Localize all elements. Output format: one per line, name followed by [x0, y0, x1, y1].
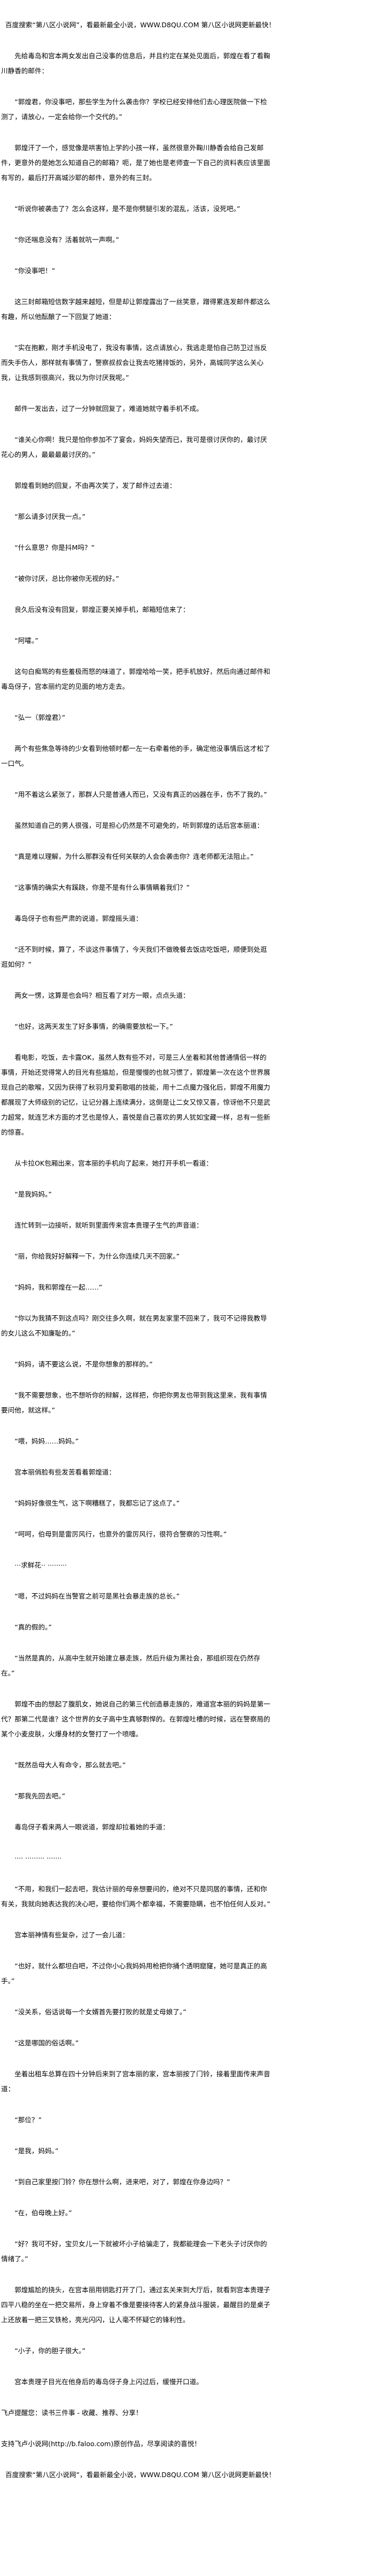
paragraph: 邮件一发出去，过了一分钟就回复了，难道她就守着手机不成。: [14, 405, 203, 413]
paragraph: “真是难以理解，为什么那群没有任何关联的人会会袭击你？连老师都无法阻止。”: [14, 852, 254, 860]
paragraph: “到自己家里按门铃？你在想什么啊，进来吧，对了，郭煌在你身边吗？”: [14, 2178, 230, 2186]
paragraph: “也好，这两天发生了好多事情，的确需要放松一下。”: [14, 1022, 173, 1030]
paragraph: “妈妈，我和郭煌在一起……”: [14, 1283, 103, 1291]
site-notice-bottom: 百度搜索“第八区小说网”，看最新最全小说，WWW.D8QU.COM 第八区小说网…: [5, 2471, 276, 2479]
paragraph: “在，伯母晚上好。”: [14, 2209, 72, 2217]
paragraph: ···· ········· ·······: [14, 1854, 62, 1862]
paragraph: “丽，你给我好好解释一下，为什么你连续几天不回家。”: [14, 1252, 180, 1260]
paragraph: “这是哪国的俗话啊。”: [14, 2039, 79, 2047]
paragraph: “妈妈，请不要这么说，不是你想象的那样的。”: [14, 1360, 153, 1368]
paragraph: “谁关心你啊！我只是怕你参加不了宴会，妈妈失望而已，我可是很讨厌你的，最讨厌花心…: [1, 436, 267, 459]
paragraph: “妈妈好像很生气，这下啊糟糕了，我都忘记了这点了。”: [14, 1499, 180, 1507]
paragraph: “郭煌君，你没事吧，那些学生为什么袭击你？学校已经安排他们去心理医院做一下检测了…: [1, 98, 267, 121]
paragraph: “什么意思？你是抖M吗？”: [14, 544, 95, 552]
paragraph: 毒岛伢子也有些严肃的说道，郭煌摇头道：: [14, 914, 143, 922]
paragraph: “被你讨厌，总比你被你无视的好。”: [14, 575, 119, 583]
paragraph: 两女一愣，这算是也会吗？相互看了对方一眼，点点头道：: [14, 991, 190, 999]
paragraph: “喂，妈妈……妈妈。”: [14, 1437, 79, 1445]
paragraph: 这句白痴骂的有些羞极而怒的味道了，郭煌哈哈一笑，把手机放好，然后向通过邮件和毒岛…: [1, 668, 270, 690]
paragraph: “嗯，不过妈妈在当警官之前可是黑社会暴走族的总长。”: [14, 1592, 180, 1600]
paragraph: 从卡拉OK包厢出来，宫本丽的手机向了起来，她打开手机一看道：: [14, 1159, 213, 1167]
paragraph: 连忙转到一边接听，就听到里面传来宫本贵理子生气的声音道：: [14, 1221, 203, 1229]
footer-reminder: 飞卢提醒您：读书三件事 - 收藏、推荐、分享！: [1, 2409, 143, 2417]
paragraph: “用不着这么紧张了，那群人只是普通人而已，又没有真正的凶器在手，伤不了我的。”: [14, 790, 267, 798]
paragraph: 宫本丽俏脸有些发苦看着郭煌道：: [14, 1468, 116, 1476]
paragraph: “你没事吧！”: [14, 267, 56, 275]
paragraph: “我不需要想象，也不想听你的辩解，这样把，你把你男友也带到我这里来，我有事情要问…: [1, 1391, 267, 1414]
chapter-page: 百度搜索“第八区小说网”，看最新最全小说，WWW.D8QU.COM 第八区小说网…: [1, 18, 276, 2482]
paragraph: “你还喘息没有？活着就吭一声啊。”: [14, 236, 119, 244]
paragraph: 两个有些焦急等待的少女看到他顿时都一左一右牵着他的手，确定他没事情后这才松了一口…: [1, 744, 270, 767]
paragraph: “是我妈妈。”: [14, 1190, 52, 1198]
paragraph: “实在抱歉，刚才手机没电了，我没有事情，这点请放心，我逃走是怕自己防卫过当反而失…: [1, 344, 267, 382]
paragraph: “那位？”: [14, 2116, 42, 2124]
paragraph: “你以为我猜不到这点吗？刚交往多久啊，就在男友家里不回来了，我可不记得我教导的女…: [1, 1314, 267, 1337]
footer-support-link-text: 支持飞卢小说网(http://b.faloo.com)原创作品，尽享阅读的喜悦！: [1, 2440, 201, 2448]
paragraph: 良久后没有没有回复，郭煌正要关掉手机，邮箱短信来了：: [14, 606, 190, 614]
paragraph: “弘一（郭煌君）”: [14, 713, 66, 721]
paragraph: “小子，你的胆子很大。”: [14, 2347, 85, 2355]
paragraph: “阿嚯。”: [14, 637, 38, 645]
chapter-body: 先给毒岛和宫本两女发出自己没事的信息后，并且约定在某处见面后，郭煌在看了看鞠川静…: [1, 49, 272, 2389]
paragraph: 毒岛伢子看来两人一眼说道，郭煌却拉着她的手道：: [14, 1823, 169, 1831]
paragraph: 这三封邮箱短信数字越来越短，但是却让郭煌露出了一丝笑意，蹭得累连发邮件都这么有趣…: [1, 298, 270, 321]
paragraph: “是我，妈妈。”: [14, 2147, 59, 2155]
paragraph: 坐着出租车总算在四十分钟后来到了宫本丽的家，宫本丽按了门铃，接着里面传来声音道：: [1, 2070, 270, 2093]
paragraph: 郭煌不由的想起了腹肌女，她说自己的第三代创造暴走族的，难道宫本丽的妈妈是第一代？…: [1, 1700, 270, 1738]
paragraph: “那我先回去吧。”: [14, 1792, 66, 1800]
paragraph: 郭煌看到她的回复，不由再次笑了，发了邮件过去道：: [14, 482, 176, 490]
paragraph: “这事情的确实大有蹊跷，你是不是有什么事情瞒着我们？”: [14, 883, 190, 891]
paragraph: “那么请多讨厌我一点。”: [14, 513, 85, 521]
paragraph: “还不到时候，算了，不谈这件事情了，今天我们不做晚餐去饭店吃饭吧，顺便到处逛逛如…: [1, 945, 267, 968]
paragraph: 郭煌尴尬的挠头，在宫本丽用钥匙打开了门，通过玄关来到大厅后，就看到宫本贵理子四平…: [1, 2286, 270, 2324]
paragraph: ···求鲜花·· ·········: [14, 1561, 67, 1569]
paragraph: 先给毒岛和宫本两女发出自己没事的信息后，并且约定在某处见面后，郭煌在看了看鞠川静…: [1, 52, 270, 75]
paragraph: 宫本贵理子目光在他身后的毒岛伢子身上闪过后，缓慢开口道。: [14, 2378, 203, 2386]
site-notice-top: 百度搜索“第八区小说网”，看最新最全小说，WWW.D8QU.COM 第八区小说网…: [5, 21, 276, 29]
paragraph: “也好，就什么都坦白吧，不过你小心我妈妈用枪把你捅个透明窟窿，她可是真正的高手。…: [1, 1962, 267, 1985]
paragraph: “既然岳母大人有命令，那么就去吧。”: [14, 1761, 126, 1769]
paragraph: 宫本丽神情有些复杂，过了一会儿道：: [14, 1931, 129, 1939]
paragraph: “好？我可不好，宝贝女儿一下就被坏小子给骗走了，我都能理会一下老头子讨厌你的情绪…: [1, 2240, 267, 2263]
paragraph: 看电影，吃饭，去卡露OK，虽然人数有些不对，可是三人坐着和其他普通情侣一样的事情…: [1, 1053, 270, 1136]
paragraph: “真的假的。”: [14, 1623, 52, 1631]
paragraph: 虽然知道自己的男人很强，可是担心仍然是不可避免的，听到郭煌的话后宫本丽道：: [14, 821, 264, 829]
paragraph: “不用，和我们一起去吧，我估计丽的母亲想要问的，绝对不只是同居的事情，还和你有关…: [1, 1885, 270, 1908]
paragraph: “听说你被袭击了？怎么会这样，是不是你劈腿引发的混乱，活该，没死吧。”: [14, 205, 240, 213]
paragraph: “没关系，俗话说每一个女婿首先要打败的就是丈母娘了。”: [14, 2008, 186, 2016]
paragraph: “呵呵，伯母到是雷厉风行，也意外的雷厉风行，很符合警察的习性啊。”: [14, 1530, 227, 1538]
paragraph: “当然是真的，从高中生就开始建立暴走族，然后升级为黑社会，那组织现在仍然存在。”: [1, 1654, 261, 1677]
paragraph: 郭煌汗了一个，感觉像是哄害怕上学的小孩一样，虽然很意外鞠川静香会给自己发邮件，更…: [1, 144, 270, 182]
